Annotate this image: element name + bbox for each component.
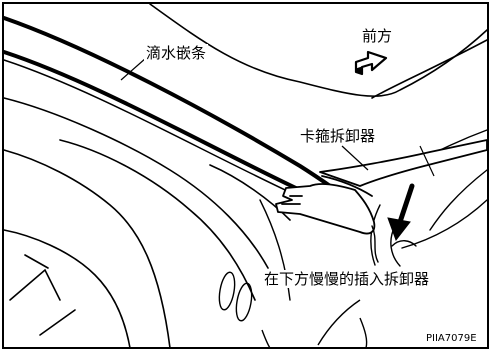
insert-instruction-label: 在下方慢慢的插入拆卸器 [262, 270, 432, 288]
figure-code: PIIA7079E [426, 333, 477, 345]
clip-detail [371, 225, 417, 263]
leader-lines [120, 57, 435, 177]
clip-remover-label: 卡箍拆卸器 [298, 127, 378, 145]
door-frame [3, 97, 291, 349]
clip-remover-tool [275, 139, 488, 235]
mounting-holes [218, 271, 368, 349]
arrow-right-icon-shadow [355, 66, 363, 75]
insert-direction-arrow [387, 183, 415, 242]
roof-panel [149, 3, 488, 99]
front-direction-label: 前方 [360, 27, 395, 45]
drip-molding-label: 滴水嵌条 [144, 44, 209, 62]
